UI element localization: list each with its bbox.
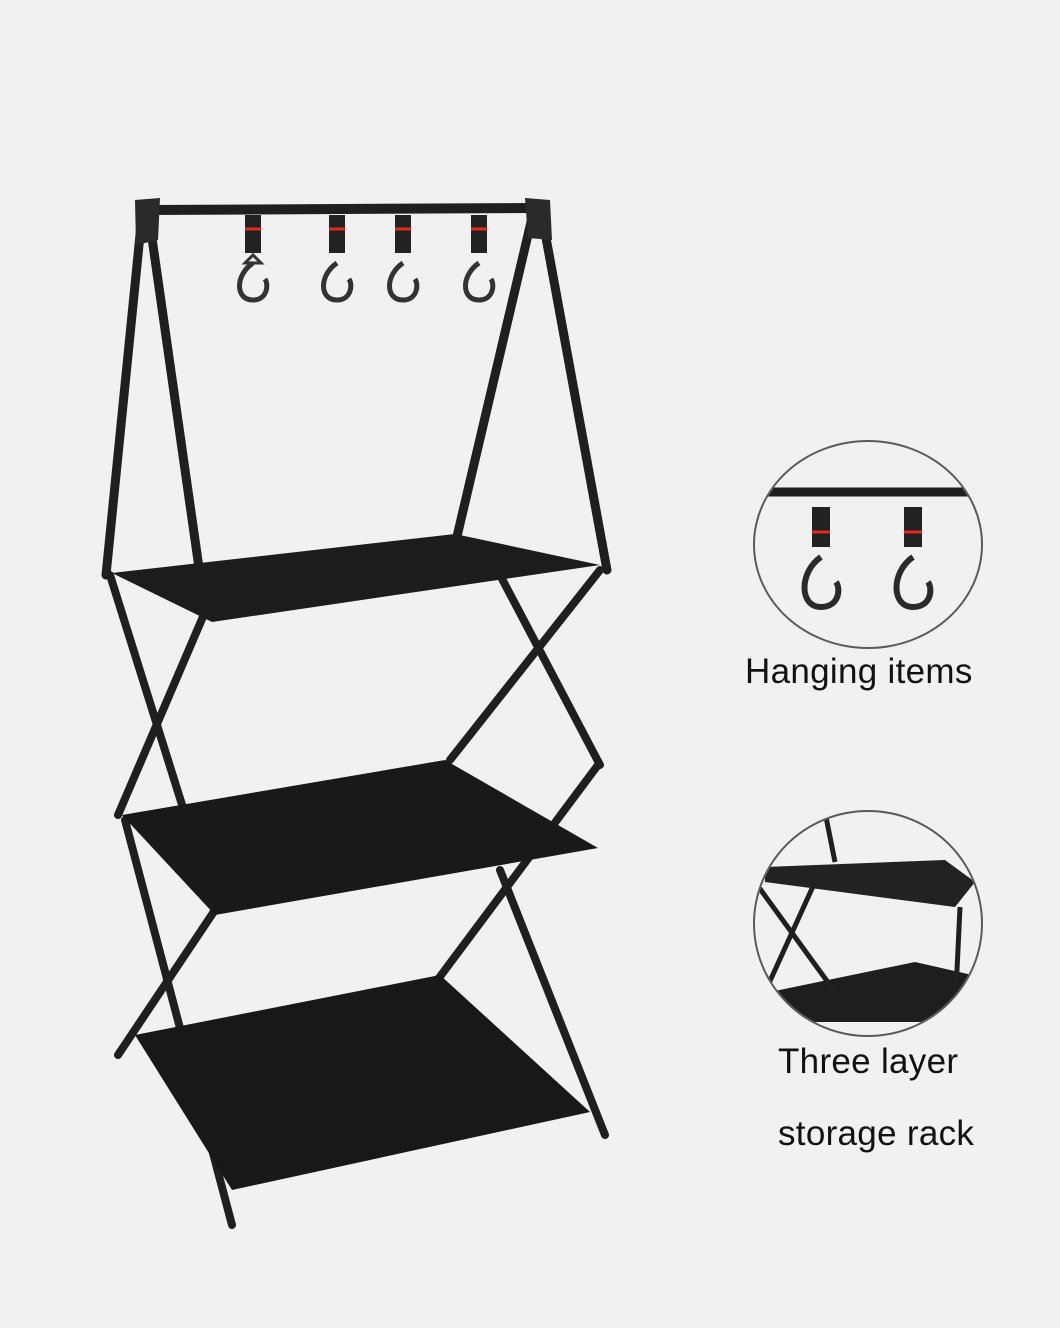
hooks-group xyxy=(237,215,496,303)
shelf-detail-icon xyxy=(753,810,983,1037)
three-layer-caption: Three layer xyxy=(778,1042,959,1081)
hanging-items-caption: Hanging items xyxy=(745,652,973,691)
hook-detail-icon xyxy=(753,440,983,649)
storage-rack-caption: storage rack xyxy=(778,1114,975,1153)
